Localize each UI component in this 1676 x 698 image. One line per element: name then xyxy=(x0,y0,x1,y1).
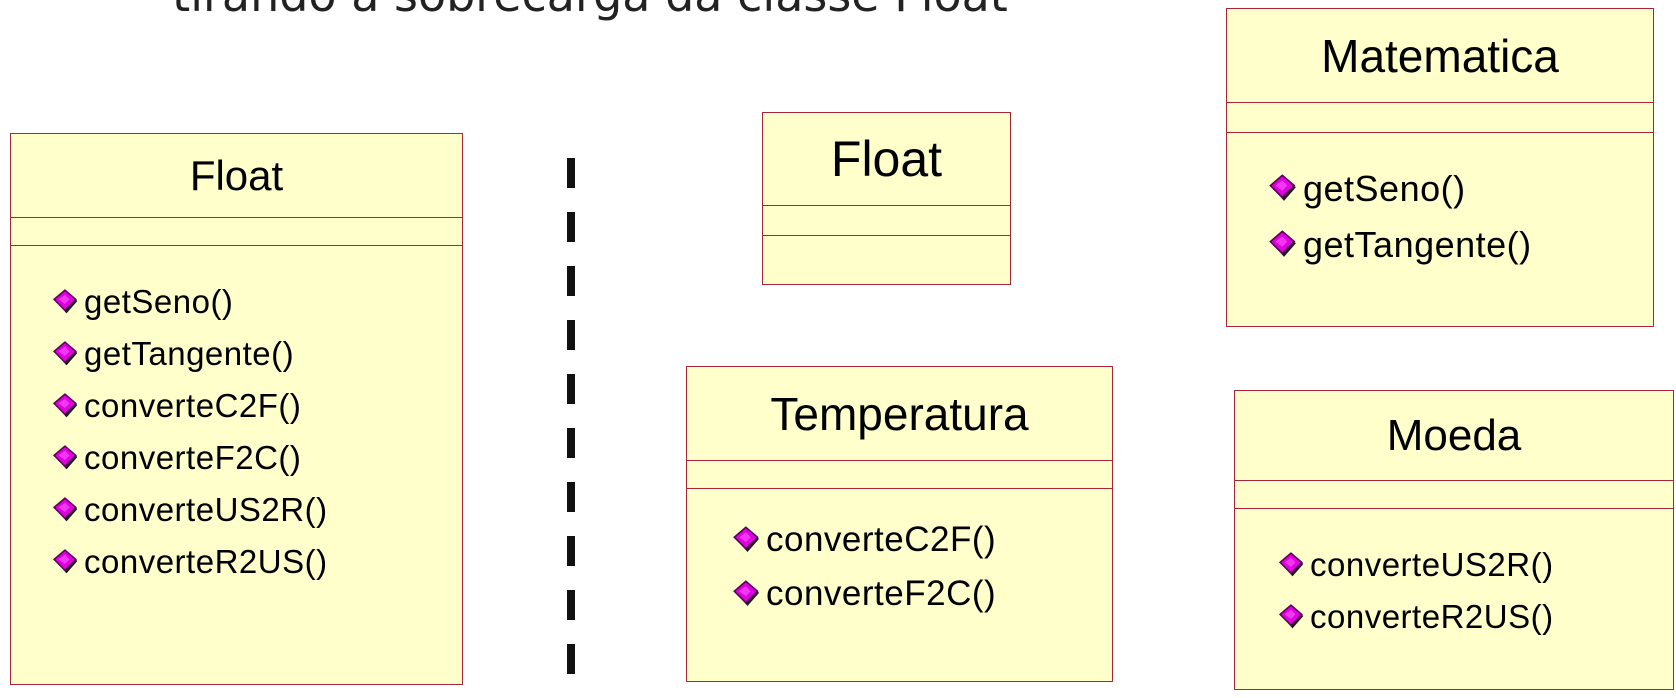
class-float-original: Float getSeno() getTangente() converteC2… xyxy=(10,133,463,685)
operation-row: converteR2US() xyxy=(51,536,462,588)
operation-row: converteUS2R() xyxy=(51,484,462,536)
operation-diamond-icon xyxy=(51,391,82,422)
operations-compartment: getSeno() getTangente() xyxy=(1227,133,1653,273)
operation-row: getTangente() xyxy=(1267,217,1653,273)
operation-diamond-icon xyxy=(51,443,82,474)
operation-label: converteC2F() xyxy=(84,387,302,424)
operation-label: converteR2US() xyxy=(1310,598,1554,635)
operation-row: converteF2C() xyxy=(51,432,462,484)
attributes-compartment xyxy=(1227,103,1653,133)
attributes-compartment xyxy=(687,461,1112,489)
operation-diamond-icon xyxy=(731,578,764,611)
class-temperatura: Temperatura converteC2F() converteF2C() xyxy=(686,366,1113,682)
operation-label: getSeno() xyxy=(84,283,234,320)
class-matematica: Matematica getSeno() getTangente() xyxy=(1226,8,1654,327)
operation-row: converteC2F() xyxy=(51,380,462,432)
operation-label: getSeno() xyxy=(1303,168,1466,209)
class-name: Moeda xyxy=(1235,391,1673,481)
operation-diamond-icon xyxy=(51,287,82,318)
operation-label: converteUS2R() xyxy=(84,491,328,528)
operation-row: converteF2C() xyxy=(731,567,1112,621)
operation-row: getTangente() xyxy=(51,328,462,380)
operation-label: getTangente() xyxy=(1303,224,1532,265)
operations-compartment: converteUS2R() converteR2US() xyxy=(1235,509,1673,643)
operation-row: converteR2US() xyxy=(1277,591,1673,643)
attributes-compartment xyxy=(1235,481,1673,509)
class-float-empty: Float xyxy=(762,112,1011,285)
operation-diamond-icon xyxy=(51,339,82,370)
operation-label: getTangente() xyxy=(84,335,295,372)
operation-label: converteUS2R() xyxy=(1310,546,1554,583)
operation-label: converteF2C() xyxy=(766,574,997,613)
operations-compartment: getSeno() getTangente() converteC2F() co… xyxy=(11,246,462,588)
operation-diamond-icon xyxy=(51,547,82,578)
operation-label: converteR2US() xyxy=(84,543,328,580)
operation-diamond-icon xyxy=(1267,228,1301,262)
operation-diamond-icon xyxy=(51,495,82,526)
attributes-compartment xyxy=(11,218,462,246)
class-name: Temperatura xyxy=(687,367,1112,461)
operations-compartment: converteC2F() converteF2C() xyxy=(687,489,1112,621)
attributes-compartment xyxy=(763,206,1010,236)
operation-label: converteF2C() xyxy=(84,439,302,476)
operation-row: converteUS2R() xyxy=(1277,539,1673,591)
operation-diamond-icon xyxy=(731,524,764,557)
operation-diamond-icon xyxy=(1277,550,1308,581)
class-name: Float xyxy=(763,113,1010,206)
class-moeda: Moeda converteUS2R() converteR2US() xyxy=(1234,390,1674,690)
operation-diamond-icon xyxy=(1277,602,1308,633)
class-name: Float xyxy=(11,134,462,218)
dashed-divider xyxy=(567,158,575,698)
operation-row: getSeno() xyxy=(51,276,462,328)
operation-label: converteC2F() xyxy=(766,520,997,559)
operation-row: converteC2F() xyxy=(731,513,1112,567)
slide-title: tirando a sobrecarga da classe Float xyxy=(0,0,1180,22)
operation-diamond-icon xyxy=(1267,172,1301,206)
class-name: Matematica xyxy=(1227,9,1653,103)
operation-row: getSeno() xyxy=(1267,161,1653,217)
